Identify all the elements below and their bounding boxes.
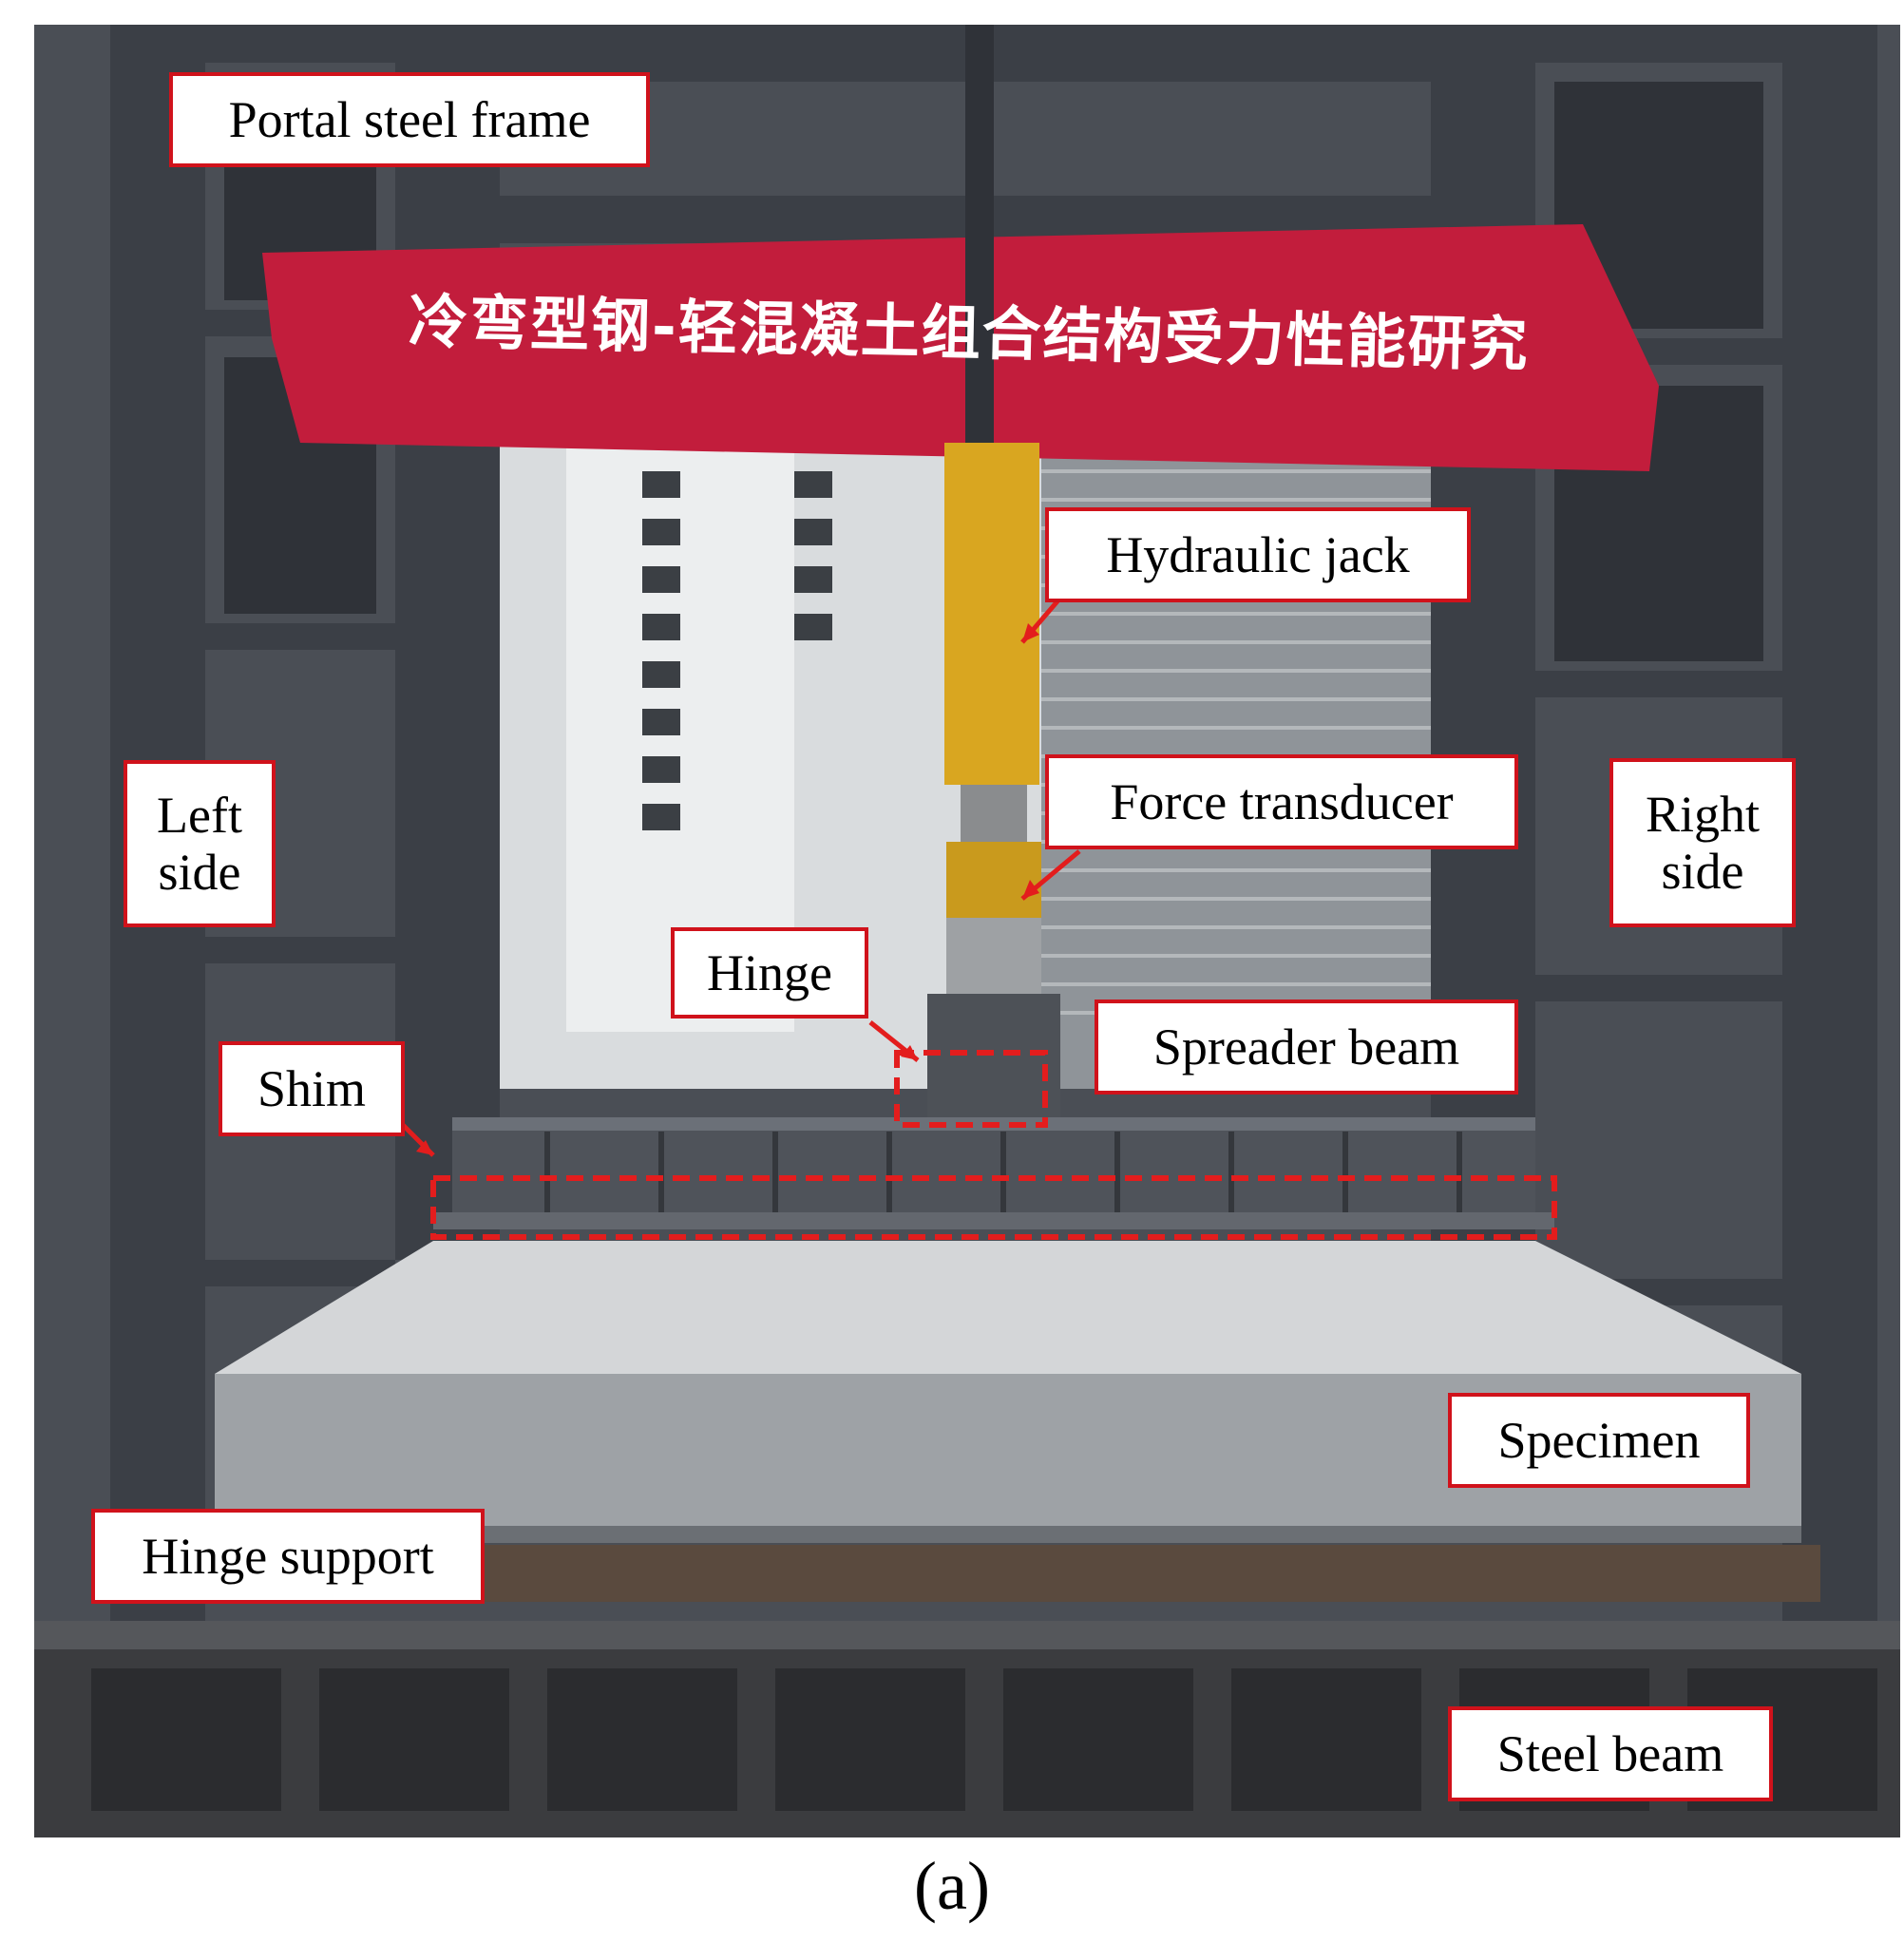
hydraulic-jack [944,25,1041,994]
label-steel-beam: Steel beam [1448,1706,1773,1801]
shim-highlight [430,1175,1557,1240]
label-right-side: Right side [1609,758,1796,927]
label-hydraulic-jack: Hydraulic jack [1045,507,1471,602]
hinge-highlight [894,1050,1048,1128]
label-hinge-support: Hinge support [91,1509,485,1604]
label-portal-steel-frame: Portal steel frame [169,72,650,167]
figure-caption: (a) [914,1848,990,1924]
specimen [215,1241,1801,1543]
label-shim: Shim [219,1041,405,1136]
label-force-transducer: Force transducer [1045,754,1518,849]
label-left-side: Left side [124,760,276,927]
label-spreader-beam: Spreader beam [1095,1000,1518,1095]
spreader-beam [433,1117,1554,1229]
hinge-support-bar [395,1545,1820,1602]
label-hinge: Hinge [671,927,868,1019]
banner [262,224,1659,471]
label-specimen: Specimen [1448,1393,1750,1488]
